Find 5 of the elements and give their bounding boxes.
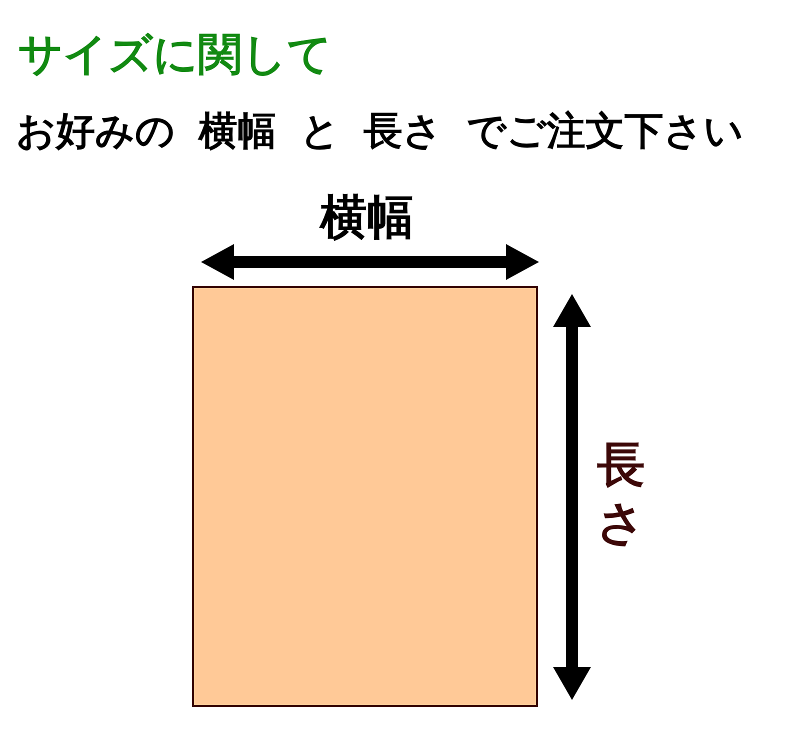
dimension-label: 横幅 xyxy=(320,194,414,241)
dimension-label: 長さ xyxy=(596,436,646,552)
sheet-rectangle xyxy=(192,286,538,707)
subtitle: お好みの 横幅 と 長さ でご注文下さい xyxy=(16,112,744,151)
title: サイズに関して xyxy=(18,33,332,77)
